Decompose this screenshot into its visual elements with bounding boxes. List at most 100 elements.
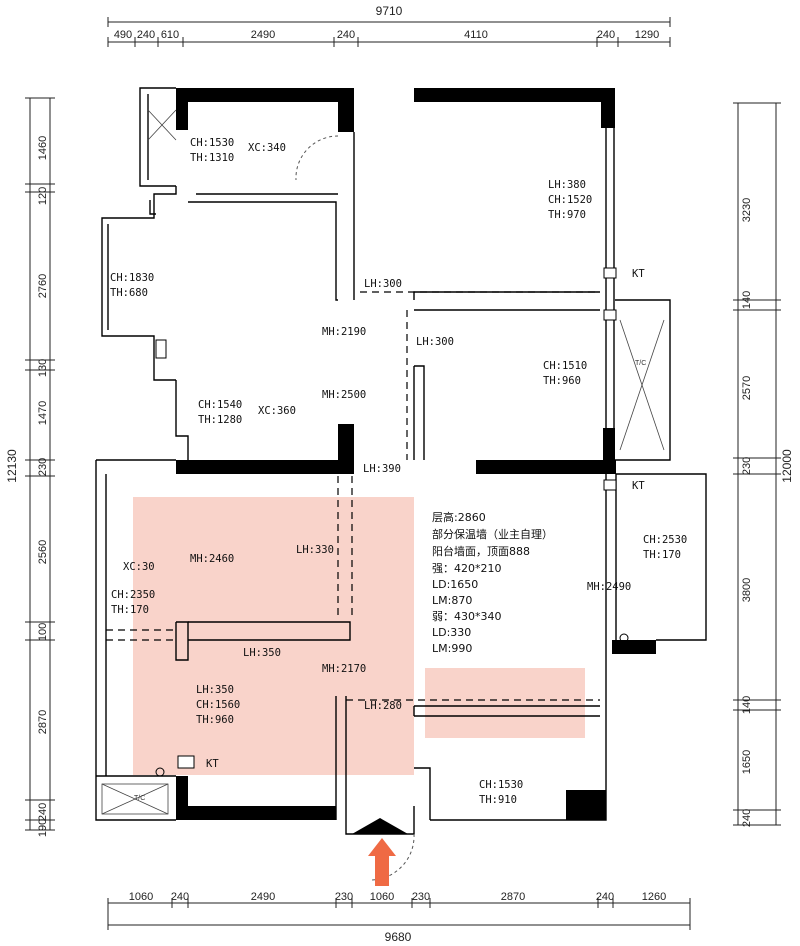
tc-label: T/C <box>134 795 145 802</box>
label-th1310: TH:1310 <box>190 152 234 164</box>
wall-outlines <box>95 87 707 835</box>
note-line: 阳台墙面，顶面888 <box>432 544 530 558</box>
top-dim-seg: 2490 <box>251 29 275 41</box>
top-dim-seg: 240 <box>137 29 155 41</box>
note-line: LM:870 <box>432 594 472 607</box>
label-lh330: LH:330 <box>296 544 334 556</box>
right-dim-seg: 230 <box>741 457 753 475</box>
label-th170-a: TH:170 <box>111 604 149 616</box>
left-dim-seg: 2760 <box>37 274 49 298</box>
label-ch1530-top: CH:1530 <box>190 137 234 149</box>
bottom-dim-seg: 2490 <box>251 891 275 903</box>
structural-walls <box>176 88 656 820</box>
label-lh300-b: LH:300 <box>416 336 454 348</box>
right-dim-seg: 140 <box>741 696 753 714</box>
bottom-dim-seg: 230 <box>335 891 353 903</box>
highlight-zone-main <box>133 497 414 775</box>
label-xc30: XC:30 <box>123 561 155 573</box>
label-lh280: LH:280 <box>364 700 402 712</box>
label-th970: TH:970 <box>548 209 586 221</box>
label-lh350-b: LH:350 <box>196 684 234 696</box>
bottom-dim-seg: 240 <box>596 891 614 903</box>
ac-outlet-icon <box>603 479 617 491</box>
label-th960-b: TH:960 <box>196 714 234 726</box>
ac-outlet-icon <box>177 755 195 769</box>
label-ch1540: CH:1540 <box>198 399 242 411</box>
entrance-door-mark <box>352 818 408 834</box>
top-dim-seg: 4110 <box>464 29 488 41</box>
label-mh2460: MH:2460 <box>190 553 234 565</box>
label-mh2500: MH:2500 <box>322 389 366 401</box>
note-line: 弱：430*340 <box>432 610 502 623</box>
tc-label: T/C <box>635 360 646 367</box>
top-dimension-chain <box>107 17 671 47</box>
label-mh2490: MH:2490 <box>587 581 631 593</box>
ac-outlet-icon <box>155 339 167 359</box>
note-line: 强：420*210 <box>432 562 502 575</box>
bottom-dim-seg: 230 <box>412 891 430 903</box>
right-dimension-chain <box>733 102 781 826</box>
door-swing-icon <box>295 135 339 181</box>
window-markers <box>101 109 665 815</box>
top-total-dimension: 9710 <box>376 4 403 18</box>
label-ch1510: CH:1510 <box>543 360 587 372</box>
bottom-dim-seg: 1060 <box>370 891 394 903</box>
right-total-dimension: 12000 <box>780 449 794 483</box>
label-th680: TH:680 <box>110 287 148 299</box>
bottom-dim-seg: 1060 <box>129 891 153 903</box>
label-th910: TH:910 <box>479 794 517 806</box>
ac-outlet-icon <box>603 267 617 279</box>
right-dim-seg: 3800 <box>741 578 753 602</box>
label-xc340: XC:340 <box>248 142 286 154</box>
kt-label: KT <box>632 480 645 492</box>
label-lh350-a: LH:350 <box>243 647 281 659</box>
left-total-dimension: 12130 <box>5 449 19 483</box>
right-dim-seg: 3230 <box>741 198 753 222</box>
right-dim-seg: 140 <box>741 291 753 309</box>
bottom-dim-seg: 1260 <box>642 891 666 903</box>
left-dim-seg: 190 <box>37 819 49 837</box>
note-line: LM:990 <box>432 642 472 655</box>
top-dim-seg: 1290 <box>635 29 659 41</box>
top-dim-seg: 610 <box>161 29 179 41</box>
left-dim-seg: 230 <box>37 458 49 476</box>
label-mh2170: MH:2170 <box>322 663 366 675</box>
note-line: LD:1650 <box>432 578 478 591</box>
label-lh300-a: LH:300 <box>364 278 402 290</box>
label-ch1530-bottom: CH:1530 <box>479 779 523 791</box>
ac-outlet-icon <box>603 309 617 321</box>
left-dim-seg: 240 <box>37 803 49 821</box>
water-heater-icon <box>155 767 165 777</box>
label-ch2530: CH:2530 <box>643 534 687 546</box>
bottom-total-dimension: 9680 <box>385 930 412 944</box>
label-ch1520: CH:1520 <box>548 194 592 206</box>
label-mh2190: MH:2190 <box>322 326 366 338</box>
label-th960-a: TH:960 <box>543 375 581 387</box>
bottom-dim-seg: 2870 <box>501 891 525 903</box>
top-dim-seg: 490 <box>114 29 132 41</box>
label-th1280: TH:1280 <box>198 414 242 426</box>
kt-label: KT <box>206 758 219 770</box>
label-lh380: LH:380 <box>548 179 586 191</box>
left-dim-seg: 1460 <box>37 136 49 160</box>
right-dim-seg: 2570 <box>741 376 753 400</box>
right-dim-seg: 1650 <box>741 750 753 774</box>
entrance-arrow-icon <box>368 838 396 886</box>
left-dimension-chain <box>25 97 55 831</box>
bottom-dim-seg: 240 <box>171 891 189 903</box>
kt-label: KT <box>632 268 645 280</box>
bottom-dimension-chain <box>107 898 691 930</box>
top-dim-seg: 240 <box>597 29 615 41</box>
label-xc360: XC:360 <box>258 405 296 417</box>
left-dim-seg: 1470 <box>37 401 49 425</box>
beam-lines <box>106 291 600 701</box>
label-lh390: LH:390 <box>363 463 401 475</box>
label-ch2350: CH:2350 <box>111 589 155 601</box>
right-dim-seg: 240 <box>741 809 753 827</box>
label-ch1560: CH:1560 <box>196 699 240 711</box>
top-dim-seg: 240 <box>337 29 355 41</box>
note-line: 层高:2860 <box>432 510 486 524</box>
label-ch1830: CH:1830 <box>110 272 154 284</box>
note-line: LD:330 <box>432 626 471 639</box>
